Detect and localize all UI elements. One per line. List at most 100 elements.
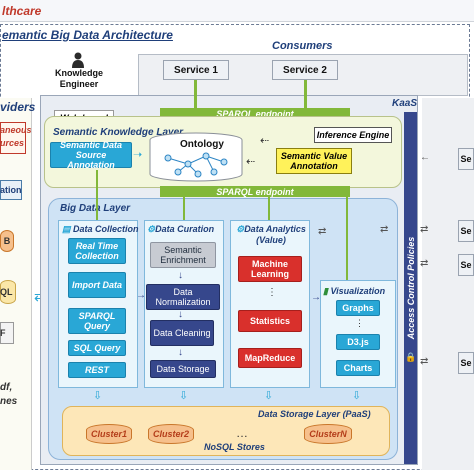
- ontology-store: [148, 132, 244, 184]
- service-2-button[interactable]: Service 2: [272, 60, 338, 80]
- machine-learning-box: Machine Learning: [238, 256, 302, 282]
- header-title-fragment: lthcare: [2, 4, 42, 18]
- source-db-2: [0, 280, 16, 304]
- collection-to-curation-arrow-icon: →: [136, 290, 146, 301]
- curation-down-arrow-3-icon: ↓: [178, 347, 183, 358]
- kaas-label: KaaS: [392, 98, 418, 109]
- collection-icon: ▤: [62, 224, 71, 234]
- right-service-3[interactable]: Se: [458, 254, 474, 276]
- side-fragment-2: B: [3, 236, 11, 246]
- side-fragment-3: QL: [0, 287, 13, 297]
- graphs-box: Graphs: [336, 300, 380, 316]
- analytics-to-viz-arrow-icon: →: [311, 292, 321, 303]
- source-db-1: B: [0, 230, 14, 252]
- viz-up-connector: [346, 196, 348, 280]
- analytics-ellipsis: ⋮: [267, 287, 277, 298]
- data-analytics-title: ⚙Data Analytics (Value): [232, 224, 310, 246]
- knowledge-engineer-label: Knowledge Engineer: [52, 68, 106, 90]
- d3js-label: D3.js: [347, 337, 369, 347]
- analytics-icon: ⚙: [236, 224, 245, 234]
- semantic-enrichment-label: Semantic Enrichment: [160, 245, 206, 265]
- side-fragment-5: df,: [0, 382, 13, 393]
- curation-icon: ⚙: [147, 224, 156, 234]
- left-arrow-icon: ⇄: [34, 288, 46, 305]
- arrow-to-ontology-icon: ➝: [133, 149, 143, 161]
- ontology-label: Ontology: [180, 139, 224, 150]
- header-subtitle-fragment: emantic Big Data Architecture: [2, 28, 173, 42]
- storage-down-arrow-4-icon: ⇩: [352, 390, 362, 402]
- data-curation-title-text: Data Curation: [155, 224, 215, 234]
- access-control-bar: [404, 112, 417, 464]
- right-service-1[interactable]: Se: [458, 148, 474, 170]
- right-arrow-icon-4: ⇄: [420, 356, 429, 367]
- right-arrow-icon-2: ⇄: [420, 224, 429, 235]
- rest-box: REST: [68, 362, 126, 378]
- nosql-stores-label: NoSQL Stores: [204, 442, 265, 452]
- sparql-query-label: SPARQL Query: [78, 311, 116, 331]
- sql-query-label: SQL Query: [73, 343, 121, 353]
- sparql-endpoint-bottom: SPARQL endpoint: [160, 186, 350, 197]
- curation-up-connector: [183, 196, 185, 220]
- knowledge-engineer-icon: [71, 52, 85, 68]
- right-fragment-3: Se: [460, 260, 472, 270]
- import-data-label: Import Data: [71, 280, 122, 290]
- lock-icon: 🔒: [405, 352, 417, 362]
- inference-engine-box: Inference Engine: [314, 127, 392, 143]
- data-cleaning-label: Data Cleaning: [153, 328, 211, 338]
- access-control-label: Access Control Policies: [406, 237, 416, 340]
- service-1-button[interactable]: Service 1: [163, 60, 229, 80]
- statistics-box: Statistics: [238, 310, 302, 332]
- right-service-4[interactable]: Se: [458, 352, 474, 374]
- right-fragment-1: Se: [460, 154, 472, 164]
- data-normalization-box: Data Normalization: [146, 284, 220, 310]
- storage-down-arrow-3-icon: ⇩: [264, 390, 274, 402]
- inference-engine-label: Inference Engine: [316, 130, 390, 140]
- data-normalization-label: Data Normalization: [155, 287, 211, 307]
- source-annotation-fragment-box: [0, 180, 22, 200]
- data-storage-label: Data Storage: [156, 364, 210, 374]
- sparql-endpoint-bottom-label: SPARQL endpoint: [216, 186, 294, 197]
- visualization-title: ▮ Visualization: [323, 286, 385, 297]
- big-data-layer-title: Big Data Layer: [60, 203, 131, 214]
- sparql-endpoint-top: SPARQL endpoint: [160, 108, 350, 119]
- charts-box: Charts: [336, 360, 380, 376]
- sparql-query-box: SPARQL Query: [68, 308, 126, 334]
- statistics-label: Statistics: [249, 316, 291, 326]
- cluster-2-store: Cluster2: [148, 424, 194, 444]
- side-fragment-4: F: [0, 328, 6, 338]
- machine-learning-label: Machine Learning: [250, 259, 289, 279]
- access-control-text: Access Control Policies: [406, 236, 416, 340]
- mapreduce-box: MapReduce: [238, 348, 302, 368]
- knowledge-engineer-text: Knowledge Engineer: [54, 68, 103, 89]
- red-fragment-1: aneous: [0, 125, 32, 135]
- real-time-collection-label: Real Time Collection: [75, 241, 119, 261]
- cluster-n-label: ClusterN: [309, 429, 347, 439]
- red-fragment-2: urces: [0, 138, 25, 148]
- left-connector-arrow-icon: ⇄: [318, 226, 327, 237]
- right-service-2[interactable]: Se: [458, 220, 474, 242]
- storage-layer-title: Data Storage Layer (PaaS): [258, 409, 371, 419]
- rest-label: REST: [84, 365, 109, 375]
- data-collection-title: ▤ Data Collection: [62, 224, 139, 235]
- curation-down-arrow-1-icon: ↓: [178, 270, 183, 281]
- data-source-annotation-label: Semantic Data Source Annotation: [59, 140, 123, 170]
- value-annotation-label: Semantic Value Annotation: [280, 151, 348, 171]
- visualization-ellipsis: ⋮: [355, 318, 364, 328]
- chart-icon: ▮: [323, 286, 328, 296]
- analytics-up-connector: [268, 196, 270, 220]
- value-arrow-icon: ⇠: [246, 156, 256, 168]
- storage-down-arrow-2-icon: ⇩: [179, 390, 189, 402]
- providers-label-fragment: viders: [0, 100, 36, 114]
- paas-label: (PaaS): [342, 409, 371, 419]
- data-collection-title-text: Data Collection: [73, 224, 139, 234]
- sql-query-box: SQL Query: [68, 340, 126, 356]
- cluster-n-store: ClusterN: [304, 424, 352, 444]
- cluster-ellipsis: …: [236, 426, 248, 440]
- curation-down-arrow-2-icon: ↓: [178, 309, 183, 320]
- import-data-box: Import Data: [68, 272, 126, 298]
- visualization-title-text: Visualization: [330, 286, 386, 296]
- side-fragment-6: nes: [0, 396, 18, 407]
- service-1-label: Service 1: [174, 64, 218, 76]
- right-fragment-4: Se: [460, 358, 472, 368]
- inference-arrow-icon: ⇠: [260, 135, 270, 147]
